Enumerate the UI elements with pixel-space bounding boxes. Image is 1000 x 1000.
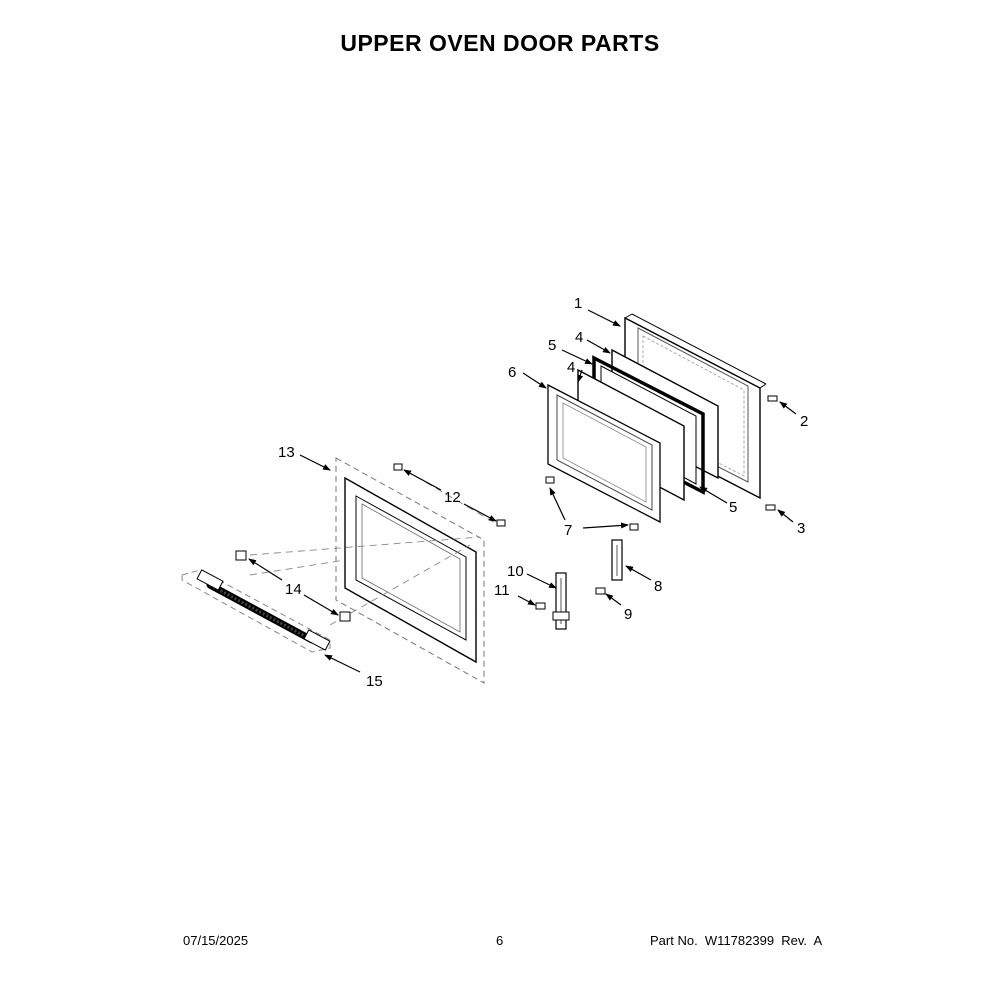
part-3-screw xyxy=(765,504,776,511)
part-14-handle-standoff xyxy=(235,550,351,622)
callout-5-lower: 5 xyxy=(729,499,737,516)
part-9-screw xyxy=(595,587,606,595)
part-12-screw xyxy=(393,463,506,527)
part-6-glass-frame xyxy=(547,383,661,524)
callout-9: 9 xyxy=(624,606,632,623)
callout-1: 1 xyxy=(574,295,582,312)
callout-2: 2 xyxy=(800,413,808,430)
footer-part-number: Part No. W11782399 Rev. A xyxy=(650,933,823,948)
page-title: UPPER OVEN DOOR PARTS xyxy=(340,30,660,56)
footer-date: 07/15/2025 xyxy=(183,933,249,948)
callout-7: 7 xyxy=(564,522,572,539)
callout-4-lower: 4 xyxy=(567,359,575,376)
callout-10: 10 xyxy=(507,563,524,580)
part-7-screw xyxy=(545,476,639,531)
part-2-screw xyxy=(767,395,778,402)
leader-arrows xyxy=(248,309,797,673)
callout-13: 13 xyxy=(278,444,295,461)
part-15-door-handle xyxy=(181,569,331,653)
callout-4-upper: 4 xyxy=(575,329,583,346)
callout-5-upper: 5 xyxy=(548,337,556,354)
part-8-hinge xyxy=(611,539,623,581)
callout-14: 14 xyxy=(285,581,302,598)
callout-3: 3 xyxy=(797,520,805,537)
callout-11: 11 xyxy=(494,582,510,599)
callout-labels: 1 2 3 4 5 4 6 5 7 8 9 10 11 12 13 14 15 xyxy=(278,295,808,690)
callout-15: 15 xyxy=(366,673,383,690)
callout-8: 8 xyxy=(654,578,662,595)
part-11-screw xyxy=(535,602,546,610)
footer-page-number: 6 xyxy=(496,933,504,948)
callout-6: 6 xyxy=(508,364,516,381)
callout-12: 12 xyxy=(444,489,461,506)
part-10-hinge xyxy=(552,572,570,630)
part-13-outer-door-panel xyxy=(335,457,485,684)
